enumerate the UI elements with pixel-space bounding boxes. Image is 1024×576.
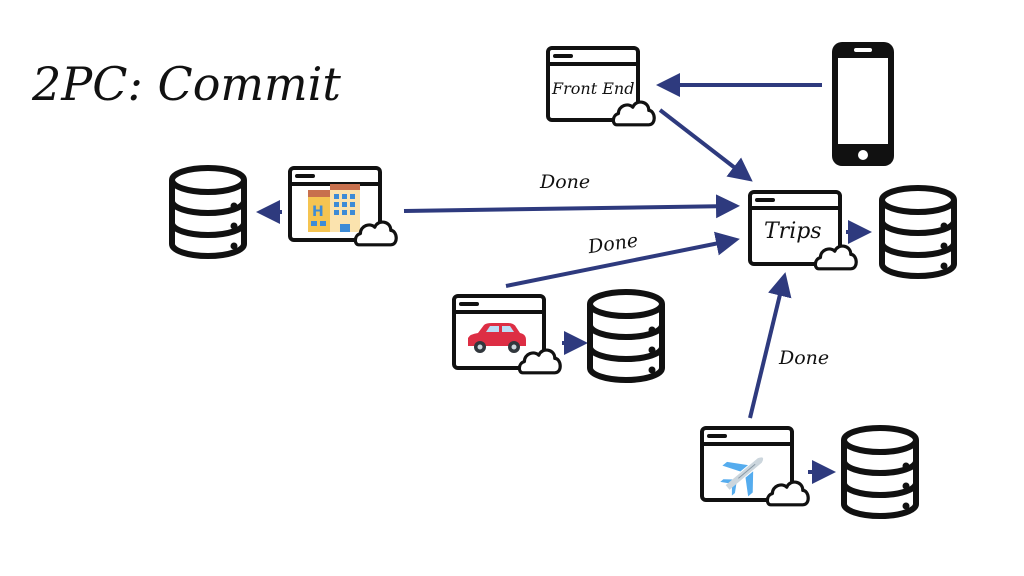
page-title: 2PC: Commit xyxy=(31,57,341,111)
arrow-flight-to-trips xyxy=(748,272,792,419)
front-end-service: Front End xyxy=(546,46,656,127)
front-end-label: Front End xyxy=(551,79,634,98)
car-service xyxy=(452,294,562,375)
edge-label-flight-done: Done xyxy=(778,347,829,369)
arrow-frontend-to-trips xyxy=(658,108,753,182)
trips-label: Trips xyxy=(764,219,822,244)
edge-label-car-done: Done xyxy=(586,229,640,258)
car-database-icon xyxy=(590,292,662,380)
flight-database-icon xyxy=(844,428,916,516)
hotel-service: H xyxy=(288,166,398,247)
edge-label-hotel-done: Done xyxy=(539,171,590,193)
arrow-car-to-trips xyxy=(505,231,740,288)
hotel-database-icon xyxy=(172,168,244,256)
trips-service: Trips xyxy=(748,190,858,271)
flight-service xyxy=(700,426,810,507)
car-icon xyxy=(468,323,526,353)
arrow-hotel-to-trips xyxy=(403,194,740,219)
svg-text:H: H xyxy=(312,204,324,220)
hotel-building-icon: H xyxy=(308,184,360,232)
airplane-icon xyxy=(720,457,764,497)
smartphone-icon xyxy=(832,42,894,166)
trips-database-icon xyxy=(882,188,954,276)
